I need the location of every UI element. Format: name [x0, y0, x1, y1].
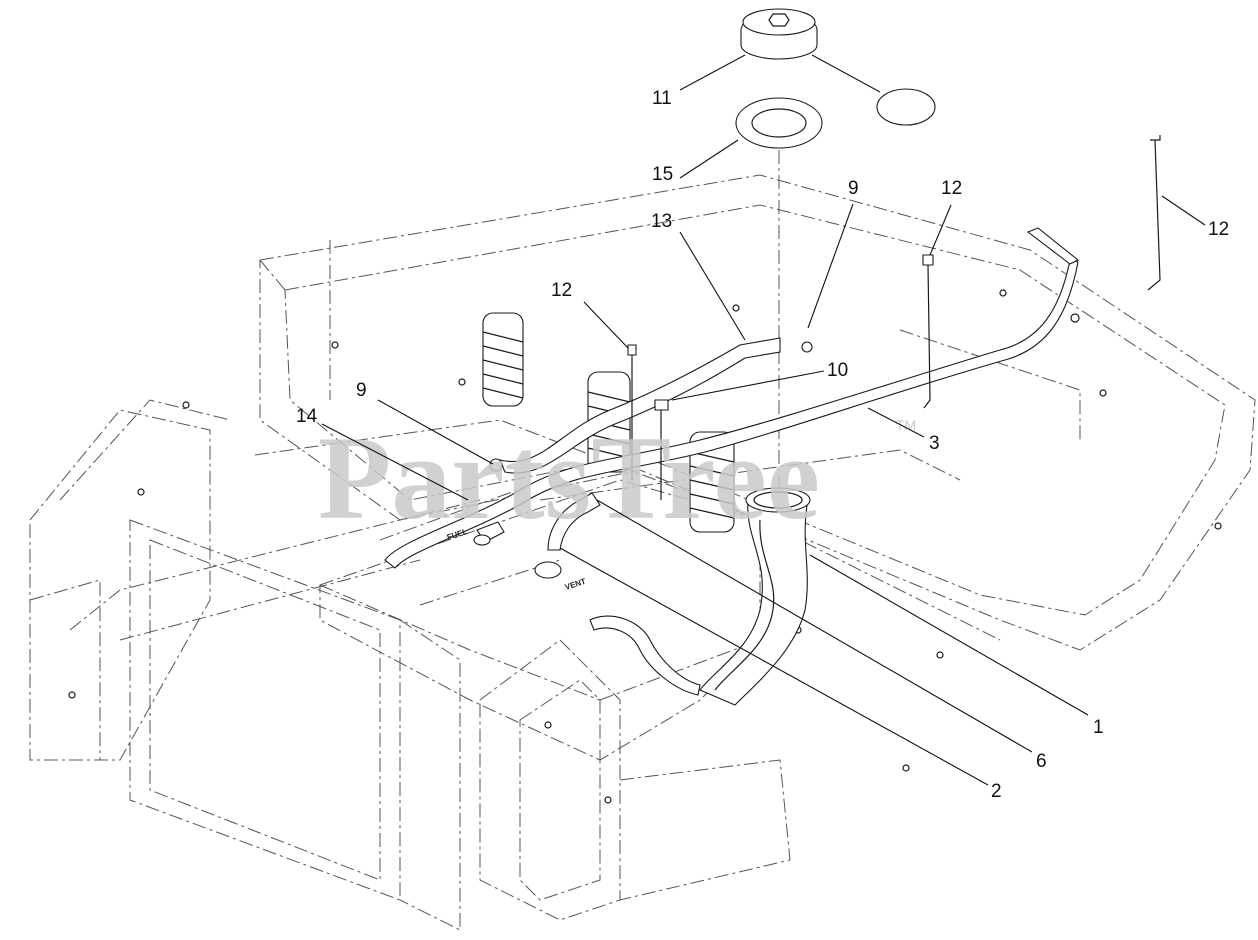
seat-spring-right — [689, 431, 735, 533]
frame-holes — [68, 289, 1222, 804]
vent-hose — [499, 337, 781, 474]
callout-14: 14 — [296, 406, 318, 427]
left-mount-plates — [29, 399, 791, 931]
callout-12: 12 — [941, 178, 962, 199]
callout-11: 11 — [652, 88, 672, 109]
watermark-tm: TM — [896, 417, 916, 433]
callout-15: 15 — [652, 164, 673, 185]
callout-12: 12 — [1208, 219, 1229, 240]
fuel-line-long — [384, 227, 1080, 569]
callout-3: 3 — [929, 433, 940, 454]
callout-2: 2 — [991, 781, 1002, 802]
cable-tie-loose — [1147, 135, 1161, 291]
callout-labels: 11 15 13 12 9 10 9 14 12 12 3 1 6 2 — [296, 88, 1229, 802]
cap-gasket — [735, 97, 823, 149]
callout-9: 9 — [356, 380, 367, 401]
callout-13: 13 — [651, 211, 672, 232]
callout-6: 6 — [1036, 751, 1047, 772]
cable-tie-center — [627, 344, 637, 480]
fittings — [473, 341, 813, 579]
cable-tie-right — [922, 254, 934, 409]
callout-12: 12 — [551, 280, 572, 301]
callout-9: 9 — [848, 178, 859, 199]
phantom-frame — [69, 174, 1256, 651]
callout-10: 10 — [827, 360, 848, 381]
watermark: PartsTree — [318, 411, 820, 544]
seat-spring-left — [482, 312, 524, 407]
fuel-line-under — [589, 615, 701, 696]
fuel-filler-neck — [699, 487, 811, 706]
fuel-cap — [740, 8, 936, 126]
leader-lines — [321, 54, 1206, 786]
callout-1: 1 — [1093, 717, 1104, 738]
vent-label: VENT — [564, 577, 587, 592]
